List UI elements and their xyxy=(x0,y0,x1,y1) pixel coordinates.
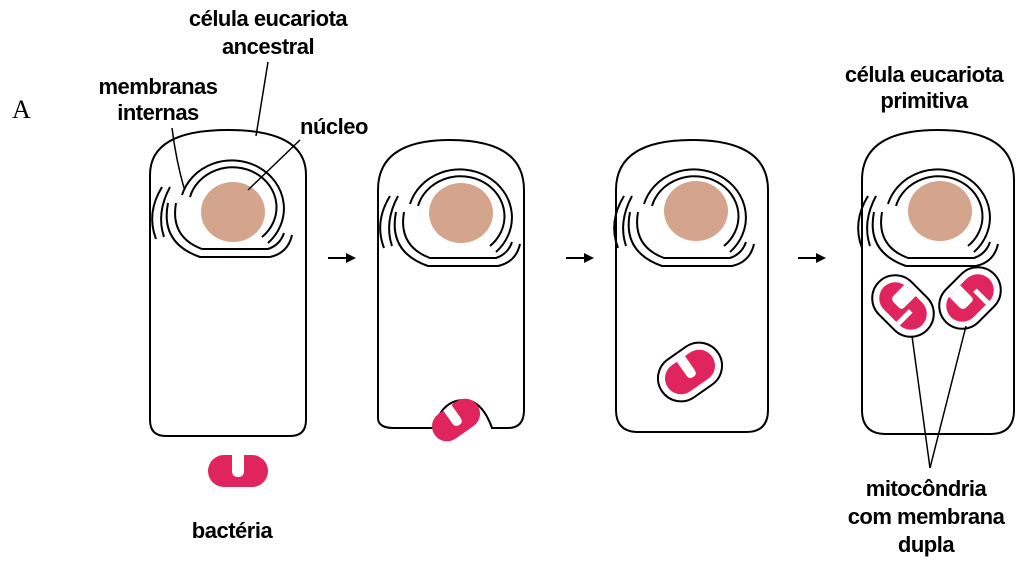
label-ancestral-line1: célula eucariota xyxy=(189,6,349,31)
label-mitochondria-line1: mitocôndria xyxy=(866,476,988,501)
label-mitochondria-line2: com membrana xyxy=(848,504,1006,529)
free-bacterium xyxy=(208,455,268,487)
label-primitive-line2: primitiva xyxy=(880,88,968,113)
arrow-2 xyxy=(566,253,594,263)
nucleus-2 xyxy=(429,183,493,243)
label-membranes-line1: membranas xyxy=(98,74,217,99)
nucleus-3 xyxy=(664,181,728,241)
nucleus-1 xyxy=(201,182,265,242)
internalized-cell xyxy=(614,140,768,432)
label-membranes-line2: internas xyxy=(117,100,199,125)
engulfing-cell xyxy=(378,140,524,447)
label-bacterium: bactéria xyxy=(192,518,274,543)
nucleus-4 xyxy=(908,181,972,241)
label-primitive-line1: célula eucariota xyxy=(845,62,1005,87)
label-mitochondria-line3: dupla xyxy=(898,532,955,557)
primitive-cell xyxy=(858,130,1014,434)
leader-ancestral xyxy=(256,62,268,136)
ancestral-cell xyxy=(150,130,306,436)
arrow-1 xyxy=(328,253,356,263)
label-nucleus: núcleo xyxy=(300,114,368,139)
panel-letter-a: A xyxy=(12,95,31,124)
label-ancestral-line2: ancestral xyxy=(222,34,314,59)
arrow-3 xyxy=(798,253,826,263)
